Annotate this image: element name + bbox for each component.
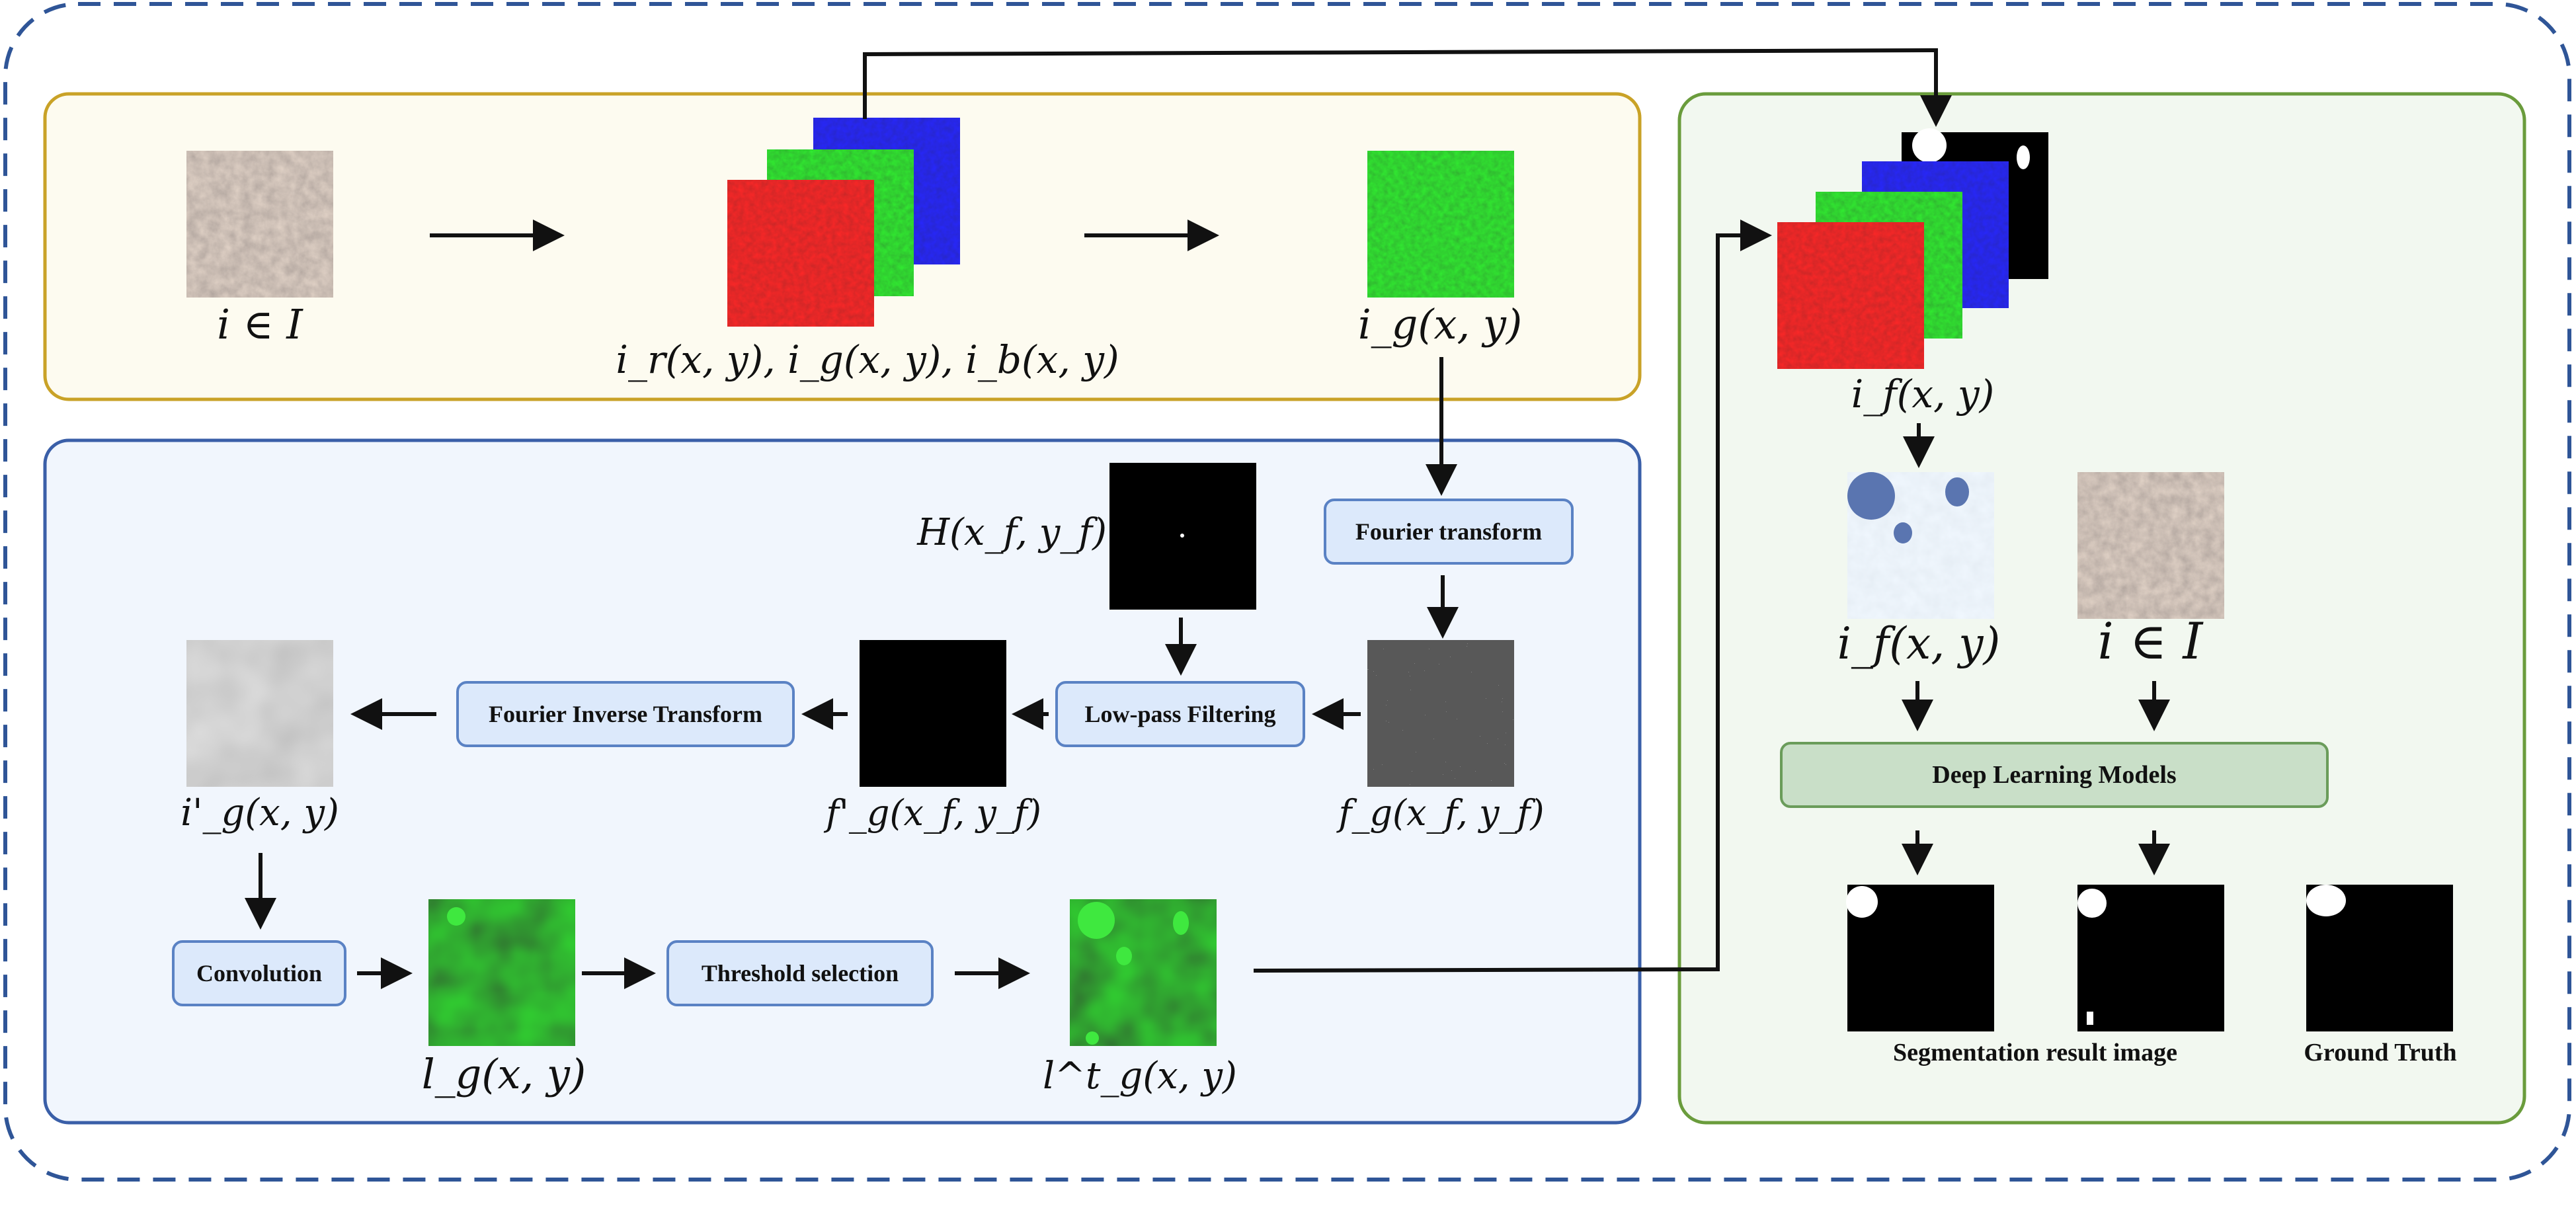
fused-stack-label: i_f(x, y): [1851, 372, 1995, 417]
original-image-right-label: i ∈ I: [2098, 612, 2204, 670]
arrow-rgb-to-fused: [863, 48, 1952, 127]
thresholded-blob-2: [1173, 911, 1189, 935]
convolution-label: Convolution: [196, 960, 322, 986]
inverse-result-image: [186, 640, 333, 787]
fused-image-nucleus-1: [1847, 472, 1895, 520]
thresholded-blob-1: [1078, 902, 1115, 939]
arrow-threshold-to-fused: [1253, 220, 1772, 973]
convolution-box: [172, 940, 346, 1006]
input-image-label: i ∈ I: [217, 300, 303, 348]
green-channel-image: [1367, 151, 1514, 298]
red-channel-image: [727, 180, 874, 327]
filtered-spectrum-image: [860, 640, 1006, 787]
segmentation-result-2-blob: [2077, 889, 2107, 918]
rgb-channels-label: i_r(x, y), i_g(x, y), i_b(x, y): [616, 337, 1119, 382]
fused-image-nucleus-2: [1945, 477, 1969, 506]
low-pass-label: Low-pass Filtering: [1084, 701, 1275, 727]
filter-kernel-label: H(x_f, y_f): [916, 511, 1107, 554]
inverse-transform-box: [456, 681, 795, 747]
inverse-result-label: i'_g(x, y): [181, 791, 339, 834]
fourier-spectrum-image: [1367, 640, 1514, 787]
fused-mask-blob-1: [1912, 128, 1947, 163]
convolved-blob: [447, 907, 465, 926]
low-pass-box: [1055, 681, 1305, 747]
thresholded-label: l^t_g(x, y): [1043, 1055, 1237, 1098]
original-image-right: [2077, 472, 2224, 619]
fused-image-label: i_f(x, y): [1837, 618, 2001, 669]
green-channel-label: i_g(x, y): [1358, 300, 1522, 348]
outer-dashed-frame: [3, 2, 2571, 1182]
ground-truth-caption: Ground Truth: [2304, 1039, 2456, 1066]
input-tissue-image: [186, 151, 333, 298]
thresholded-blob-3: [1116, 947, 1132, 965]
fused-mask-blob-2: [2017, 145, 2030, 169]
ground-truth-blob: [2306, 885, 2346, 916]
fused-red-layer: [1777, 222, 1924, 369]
segmentation-caption: Segmentation result image: [1893, 1039, 2177, 1066]
inverse-transform-label: Fourier Inverse Transform: [489, 701, 762, 727]
threshold-box: [666, 940, 934, 1006]
filtered-spectrum-label: f'_g(x_f, y_f): [823, 792, 1041, 834]
threshold-label: Threshold selection: [702, 960, 899, 986]
fourier-transform-label: Fourier transform: [1355, 518, 1542, 545]
thresholded-blob-4: [1086, 1031, 1099, 1045]
fourier-spectrum-label: f_g(x_f, y_f): [1336, 792, 1544, 834]
segmentation-result-1-blob: [1846, 886, 1878, 918]
deep-learning-box: [1780, 742, 2329, 808]
fourier-transform-box: [1324, 499, 1574, 565]
fused-image-nucleus-3: [1894, 522, 1912, 543]
deep-learning-label: Deep Learning Models: [1932, 761, 2176, 789]
segmentation-result-2-speck: [2087, 1012, 2093, 1025]
filter-kernel-dot: [1180, 534, 1184, 538]
convolved-label: l_g(x, y): [422, 1050, 586, 1098]
